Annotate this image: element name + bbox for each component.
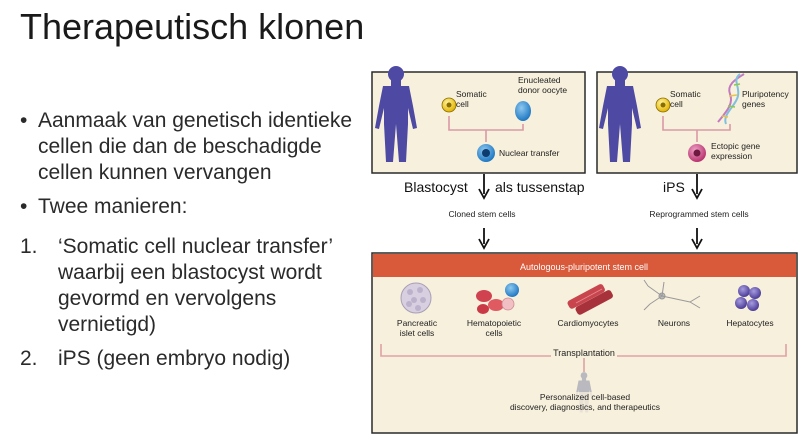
- numbered-item: 1. ‘Somatic cell nuclear transfer’ waarb…: [20, 234, 360, 338]
- hepatocytes-icon: [735, 285, 761, 311]
- ips-label: iPS: [663, 179, 685, 195]
- stem-cell-panel: Autologous-pluripotent stem cell Pancrea…: [371, 252, 798, 434]
- blastocyst-label: Blastocyst: [404, 179, 468, 195]
- bullet-text: Aanmaak van genetisch identieke cellen d…: [38, 109, 353, 184]
- tussenstap-label: als tussenstap: [495, 179, 585, 195]
- pancreatic-cells-icon: [400, 282, 432, 314]
- cardiomyocytes-label: Cardiomyocytes: [558, 318, 619, 328]
- bullet-text: ‘Somatic cell nuclear transfer’ waarbij …: [58, 235, 333, 336]
- numbered-item: 2. iPS (geen embryo nodig): [20, 346, 360, 372]
- bullet-item: • Twee manieren:: [20, 194, 360, 220]
- neurons-icon: [643, 279, 701, 311]
- bullet-marker: •: [20, 109, 28, 132]
- bullet-text: iPS (geen embryo nodig): [58, 347, 291, 370]
- flow-arrows: [478, 174, 703, 250]
- hematopoietic-cells-icon: [476, 283, 519, 314]
- banner-label: Autologous-pluripotent stem cell: [520, 262, 648, 272]
- bullet-item: • Aanmaak van genetisch identieke cellen…: [20, 108, 360, 186]
- banner: [373, 254, 796, 277]
- cardiomyocytes-icon: [567, 284, 613, 315]
- slide-title: Therapeutisch klonen: [20, 6, 365, 47]
- neurons-label: Neurons: [658, 318, 690, 328]
- reprogrammed-stem-cells-label: Reprogrammed stem cells: [649, 209, 748, 219]
- bullet-text: Twee manieren:: [38, 195, 188, 218]
- bullet-list: • Aanmaak van genetisch identieke cellen…: [20, 108, 360, 372]
- cloned-stem-cells-label: Cloned stem cells: [448, 209, 515, 219]
- hepatocytes-label: Hepatocytes: [726, 318, 773, 328]
- number-marker: 2.: [20, 347, 38, 370]
- dna-helix-icon: [717, 73, 745, 125]
- bullet-marker: •: [20, 195, 28, 218]
- number-marker: 1.: [20, 235, 38, 258]
- nuclear-transfer-label: Nuclear transfer: [499, 148, 560, 158]
- oocyte-icon: [515, 101, 531, 121]
- transplantation-label: Transplantation: [553, 348, 615, 358]
